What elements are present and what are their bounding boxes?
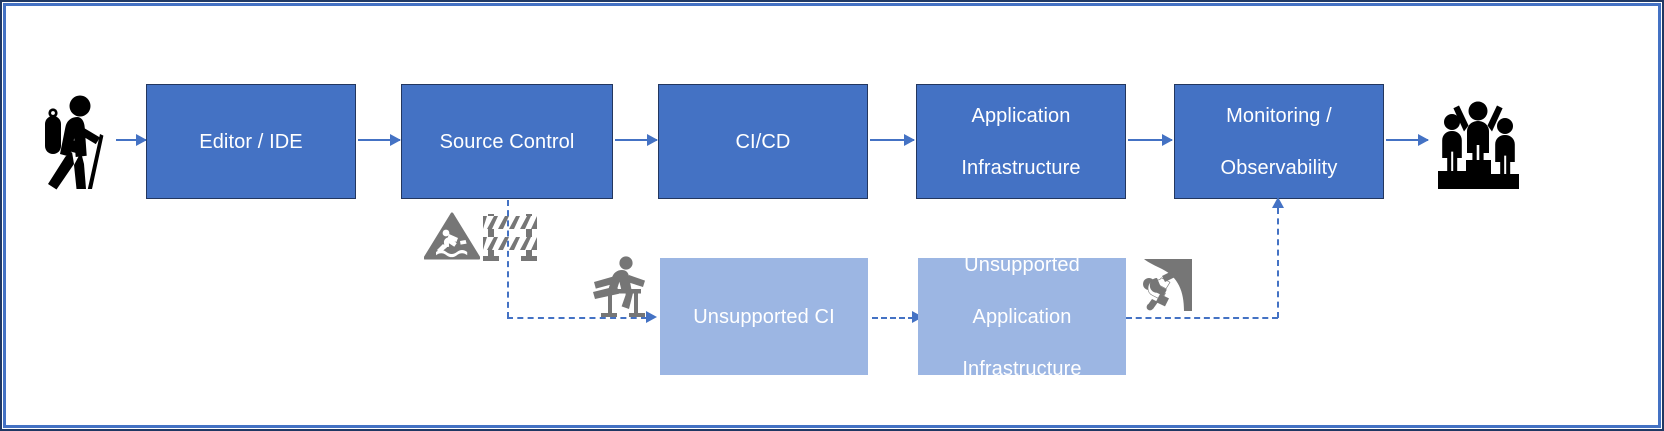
connector-hiker-to-editor: [116, 139, 146, 141]
node-source-control-label: Source Control: [439, 130, 575, 153]
node-application-infrastructure-line1: Application: [971, 104, 1071, 127]
node-application-infrastructure-line2: Infrastructure: [961, 156, 1081, 179]
dashed-connector-up-to-monitoring: [1277, 208, 1279, 318]
dashed-connector-unsupported-ci-to-app-infra: [872, 317, 914, 319]
connector-monitoring-to-podium: [1386, 139, 1428, 141]
dashed-arrowhead-unsupported-app-infra: [912, 311, 923, 323]
node-monitoring-observability[interactable]: Monitoring / Observability: [1174, 84, 1384, 199]
node-unsupported-ci-label: Unsupported CI: [693, 305, 835, 328]
node-ci-cd-label: CI/CD: [735, 130, 791, 153]
winners-podium-icon: [1428, 92, 1528, 192]
node-application-infrastructure-label: Application Infrastructure: [941, 103, 1100, 181]
node-unsupported-application-infrastructure-line2: Application: [972, 305, 1072, 328]
dashed-arrowhead-monitoring: [1272, 197, 1284, 208]
node-application-infrastructure[interactable]: Application Infrastructure: [916, 84, 1126, 199]
connector-source-control-to-cicd: [615, 139, 657, 141]
road-barrier-icon: [481, 208, 539, 262]
node-unsupported-application-infrastructure[interactable]: Unsupported Application Infrastructure: [918, 254, 1126, 380]
node-monitoring-observability-line1: Monitoring /: [1226, 104, 1332, 127]
node-editor-ide-label: Editor / IDE: [199, 130, 303, 153]
dashed-connector-source-control-down: [507, 200, 509, 318]
node-unsupported-application-infrastructure-label: Unsupported Application Infrastructure: [942, 252, 1101, 382]
dashed-arrowhead-unsupported-ci: [646, 311, 657, 323]
dashed-connector-to-unsupported-ci: [507, 317, 647, 319]
slip-hazard-warning-icon: [424, 212, 480, 260]
node-editor-ide[interactable]: Editor / IDE: [146, 84, 356, 199]
connector-app-infra-to-monitoring: [1128, 139, 1172, 141]
dashed-connector-unsupported-app-infra-right: [1126, 317, 1278, 319]
node-monitoring-observability-line2: Observability: [1220, 156, 1338, 179]
hurdle-runner-icon: [585, 255, 653, 321]
rock-climber-overhang-icon: [1138, 255, 1200, 315]
node-unsupported-ci[interactable]: Unsupported CI: [660, 258, 868, 375]
node-unsupported-application-infrastructure-line1: Unsupported: [964, 253, 1080, 276]
hiker-with-backpack-icon: [36, 92, 118, 192]
node-monitoring-observability-label: Monitoring / Observability: [1201, 103, 1358, 181]
connector-cicd-to-app-infra: [870, 139, 914, 141]
node-ci-cd[interactable]: CI/CD: [658, 84, 868, 199]
node-source-control[interactable]: Source Control: [401, 84, 613, 199]
connector-editor-to-source-control: [358, 139, 400, 141]
node-unsupported-application-infrastructure-line3: Infrastructure: [962, 357, 1082, 380]
